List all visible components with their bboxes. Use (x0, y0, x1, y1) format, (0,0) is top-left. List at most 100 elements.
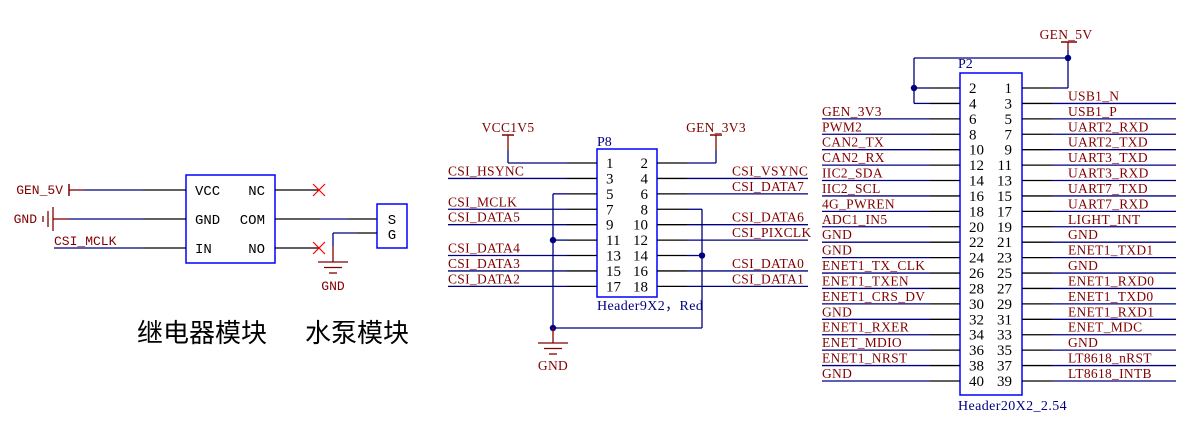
p2-body (959, 72, 1023, 396)
net-label: LIGHT_INT (1068, 212, 1141, 227)
net-label: GEN_5V (16, 183, 63, 198)
net-label: CSI_DATA7 (732, 179, 804, 194)
pin-number: 2 (641, 156, 649, 172)
relay-pin-label: NC (248, 184, 265, 200)
caption-water-pump-module: 水泵模块 (305, 319, 409, 349)
no-connect-stroke (312, 183, 326, 197)
pump-pin-label: G (388, 228, 396, 244)
relay-pin-label: IN (195, 242, 212, 258)
pin-number: 12 (633, 233, 648, 249)
net-label: CSI_VSYNC (732, 163, 808, 178)
net-label: GND (822, 366, 852, 381)
net-label: UART3_RXD (1068, 166, 1149, 181)
net-label: CSI_DATA4 (448, 241, 520, 256)
pin-number: 16 (633, 264, 649, 280)
ground-icon (42, 207, 54, 231)
net-label: ENET_MDC (1068, 320, 1142, 335)
pump-pin-label: S (388, 213, 396, 229)
pin-number: 17 (997, 204, 1013, 220)
pin-number: 14 (969, 174, 985, 190)
net-label: USB1_P (1068, 104, 1117, 119)
net-label: CSI_DATA6 (732, 210, 804, 225)
net-label: GND (321, 279, 345, 294)
pin-number: 1 (1005, 81, 1013, 97)
power-label: VCC1V5 (482, 120, 535, 135)
pin-number: 5 (606, 187, 614, 203)
net-label: PWM2 (822, 119, 862, 134)
pin-number: 8 (641, 202, 649, 218)
net-label: ENET1_RXD0 (1068, 273, 1154, 288)
pin-number: 6 (969, 112, 977, 128)
net-label: UART7_RXD (1068, 196, 1149, 211)
pin-number: 19 (997, 220, 1012, 236)
pin-number: 10 (633, 218, 648, 234)
net-label: GND (14, 212, 38, 227)
pin-number: 29 (997, 297, 1012, 313)
net-label: ENET1_NRST (822, 351, 908, 366)
net-label: CAN2_TX (822, 135, 884, 150)
pin-number: 7 (1005, 127, 1013, 143)
pin-number: 20 (969, 220, 984, 236)
ground-icon (318, 261, 348, 274)
pin-number: 15 (606, 264, 621, 280)
pin-number: 34 (969, 328, 985, 344)
net-label: GND (822, 227, 852, 242)
net-label: LT8618_nRST (1068, 351, 1152, 366)
p8-body (596, 148, 658, 298)
net-label: ENET1_TXD1 (1068, 243, 1153, 258)
pin-number: 25 (997, 266, 1012, 282)
no-connect-icon (312, 183, 326, 197)
no-connect-stroke (312, 241, 326, 255)
pin-number: 3 (1005, 96, 1013, 112)
component-comment: Header9X2，Red (597, 299, 703, 314)
pin-number: 14 (633, 249, 649, 265)
pin-number: 30 (969, 297, 984, 313)
pin-number: 5 (1005, 112, 1013, 128)
net-label: CSI_HSYNC (448, 163, 524, 178)
pin-number: 27 (997, 281, 1013, 297)
net-label: USB1_N (1068, 88, 1119, 103)
pin-number: 3 (606, 171, 614, 187)
net-label: CSI_PIXCLK (732, 225, 812, 240)
designator: P2 (958, 57, 973, 72)
pin-number: 40 (969, 374, 984, 390)
power-label: GEN_3V3 (686, 120, 746, 135)
net-label: ENET_MDIO (822, 335, 902, 350)
pin-number: 33 (997, 328, 1012, 344)
net-label: CSI_DATA0 (732, 256, 804, 271)
pin-number: 1 (606, 156, 614, 172)
pin-number: 2 (969, 81, 977, 97)
net-label: 4G_PWREN (822, 196, 895, 211)
pin-number: 38 (969, 359, 984, 375)
net-label: ENET1_TX_CLK (822, 258, 925, 273)
net-label: CSI_MCLK (448, 194, 517, 209)
pin-number: 18 (969, 204, 984, 220)
pin-number: 17 (606, 279, 622, 295)
pin-number: 11 (606, 233, 620, 249)
net-label: GND (1068, 227, 1098, 242)
net-label: CSI_DATA1 (732, 271, 804, 286)
pin-number: 31 (997, 312, 1012, 328)
pin-number: 4 (969, 96, 977, 112)
net-label: ENET1_RXD1 (1068, 304, 1154, 319)
pin-number: 4 (641, 171, 649, 187)
net-label: CSI_DATA2 (448, 271, 520, 286)
pin-number: 6 (641, 187, 649, 203)
net-label: GND (1068, 335, 1098, 350)
pin-number: 35 (997, 343, 1012, 359)
pin-number: 13 (606, 249, 621, 265)
net-label: ENET1_RXER (822, 320, 909, 335)
net-label: GND (822, 243, 852, 258)
relay-pin-label: VCC (195, 184, 220, 200)
net-label: ADC1_IN5 (822, 212, 887, 227)
net-label: UART7_TXD (1068, 181, 1148, 196)
net-label: GND (1068, 258, 1098, 273)
pin-number: 39 (997, 374, 1012, 390)
relay-module-body (185, 174, 276, 264)
pin-number: 21 (997, 235, 1012, 251)
net-label: ENET1_CRS_DV (822, 289, 925, 304)
caption-relay-module: 继电器模块 (137, 319, 267, 349)
